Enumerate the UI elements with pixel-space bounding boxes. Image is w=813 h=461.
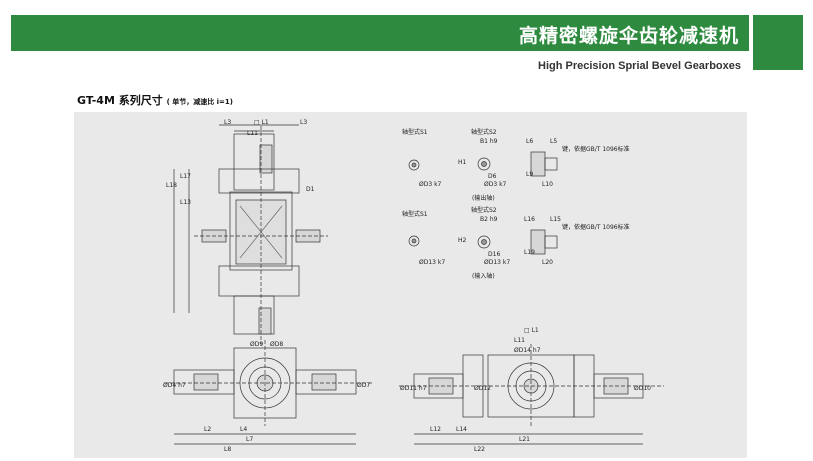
dim-d7: ØD7: [357, 382, 370, 389]
dim-l13: L13: [180, 199, 191, 206]
dim-l11-right: L11: [514, 337, 525, 344]
dim-d10: ØD10: [634, 385, 651, 392]
key-note-lower: 键，依据GB/T 1096标准: [562, 223, 630, 231]
dim-d13-s1: ØD13 k7: [419, 259, 445, 266]
dim-l3-right: L3: [300, 119, 307, 126]
dim-l12: L12: [430, 426, 441, 433]
output-shaft-label: (输出轴): [472, 194, 495, 202]
dim-l2: L2: [204, 426, 211, 433]
dim-d8: ØD8: [270, 341, 283, 348]
shaft-form-s1-lower: 轴型式S1: [402, 210, 428, 218]
shaft-form-s2-upper: 轴型式S2: [471, 128, 497, 136]
dim-d11: ØD11 h7: [400, 385, 427, 392]
dim-l3-left: L3: [224, 119, 231, 126]
dim-l1-square: □ L1: [254, 119, 269, 126]
section-title: GT-4M 系列尺寸 ( 单节，减速比 i=1): [77, 92, 233, 108]
dim-d13-s2: ØD13 k7: [484, 259, 510, 266]
dim-d1: D1: [306, 186, 315, 193]
top-view-right: [399, 344, 664, 445]
dim-d9: ØD9: [250, 341, 263, 348]
technical-drawing-panel: □ L1 L3 L3 L11 D1 L18 L17 L13 ØD9 ØD8 ØD…: [74, 112, 747, 458]
dim-l11: L11: [247, 130, 258, 137]
header-tab-block: [753, 15, 803, 70]
dim-d4: ØD4 h7: [163, 382, 186, 389]
dim-d14: ØD14 h7: [514, 347, 541, 354]
dim-l10: L10: [542, 181, 553, 188]
dim-h2: H2: [458, 237, 467, 244]
dim-d6: D6: [488, 173, 497, 180]
section-title-note: ( 单节，减速比 i=1): [166, 98, 233, 106]
shaft-details: [408, 151, 558, 255]
dim-l22: L22: [474, 446, 485, 453]
dim-l19: L19: [524, 249, 535, 256]
shaft-form-s1-upper: 轴型式S1: [402, 128, 428, 136]
dim-l15: L15: [550, 216, 561, 223]
dim-l21: L21: [519, 436, 530, 443]
dim-l1-square-right: □ L1: [524, 327, 539, 334]
dim-d12: ØD12: [474, 385, 491, 392]
front-view: [173, 124, 328, 344]
dim-l17: L17: [180, 173, 191, 180]
dim-b1: B1 h9: [480, 138, 498, 145]
dim-l8: L8: [224, 446, 231, 453]
top-view-left: [164, 340, 374, 445]
dim-l16: L16: [524, 216, 535, 223]
dim-h1: H1: [458, 159, 467, 166]
dim-l6: L6: [526, 138, 533, 145]
key-note-upper: 键，依据GB/T 1096标准: [562, 145, 630, 153]
header-title: 高精密螺旋伞齿轮减速机: [518, 25, 739, 47]
input-shaft-label: (输入轴): [472, 272, 495, 280]
dim-l9: L9: [526, 171, 533, 178]
shaft-form-s2-lower: 轴型式S2: [471, 206, 497, 214]
header-subtitle: High Precision Sprial Bevel Gearboxes: [538, 60, 741, 72]
dim-l4: L4: [240, 426, 247, 433]
header-bar: 高精密螺旋伞齿轮减速机: [11, 15, 749, 51]
dim-d3-s1: ØD3 k7: [419, 181, 442, 188]
dim-l18: L18: [166, 182, 177, 189]
dim-d3-s2: ØD3 k7: [484, 181, 507, 188]
dim-l20: L20: [542, 259, 553, 266]
dim-b2: B2 h9: [480, 216, 498, 223]
technical-drawing: □ L1 L3 L3 L11 D1 L18 L17 L13 ØD9 ØD8 ØD…: [163, 119, 664, 453]
dim-l5: L5: [550, 138, 557, 145]
dim-d16: D16: [488, 251, 500, 258]
dim-l7: L7: [246, 436, 253, 443]
dim-l14: L14: [456, 426, 467, 433]
section-title-text: GT-4M 系列尺寸: [77, 94, 163, 107]
